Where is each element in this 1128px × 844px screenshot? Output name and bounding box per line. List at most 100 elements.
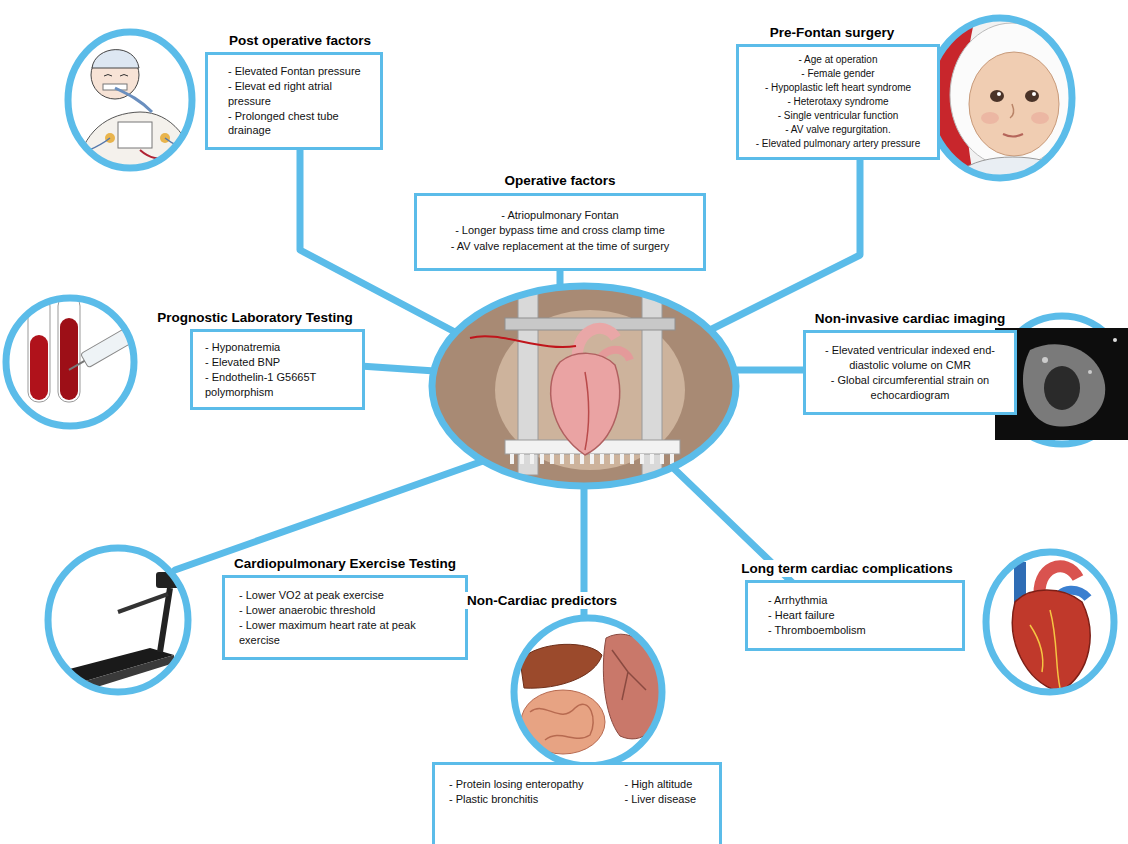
syringe [65,312,161,377]
cheek [981,112,999,124]
factor-item: - Atriopulmonary Fontan [427,208,693,223]
factor-item: - Prolonged chest tube drainage [228,109,370,139]
portrait-ground [925,15,1075,185]
mri-spot [1088,370,1092,374]
picture-ground [68,32,192,168]
blood [60,318,78,400]
item-columns: - Protein losing enteropathy- Plastic br… [449,777,709,807]
face [969,52,1059,156]
factor-box: Pre-Fontan surgery- Age at operation- Fe… [736,44,940,160]
heart-body [1012,590,1090,692]
coronary-vessel [585,372,589,450]
pacing-wire [470,336,576,347]
box-heading: Operative factors [501,172,618,189]
blood-tubes [28,296,161,402]
eye-highlight [1032,92,1036,96]
retractor-teeth [512,454,672,464]
factor-item: - Lower VO2 at peak exercise [239,588,457,603]
factor-item: - Endothelin-1 G5665T polymorphism [205,370,354,400]
factor-box: Non-Cardiac predictors- Protein losing e… [432,762,722,844]
breathing-tube [115,88,152,112]
box-heading: Post operative factors [226,32,374,49]
chest-dressing [118,122,152,148]
baby-cap [92,50,139,68]
factor-item: - Elevated Fontan pressure [228,64,370,79]
factor-item: - Single ventricular function [747,109,929,123]
mri-spot [1113,338,1117,342]
factor-item: - Longer bypass time and cross clamp tim… [427,223,693,238]
factor-item: - High altitude [624,777,709,792]
heart [551,353,620,455]
factor-box: Non-invasive cardiac imaging- Elevated v… [803,330,1017,415]
center-ring [432,286,736,486]
surgical-field [430,285,740,490]
box-heading: Cardiopulmonary Exercise Testing [231,555,459,572]
factor-box: Cardiopulmonary Exercise Testing- Lower … [222,575,468,660]
anatomic-heart [1012,562,1090,692]
factor-item: - Heterotaxy syndrome [747,95,929,109]
test-tube [58,296,80,402]
factor-item: - Protein losing enteropathy [449,777,596,792]
factor-item: - Lower anaerobic threshold [239,603,457,618]
blood [30,335,48,400]
infant-portrait-picture [925,15,1075,185]
factor-item: - Hypoplastic left heart syndrome [747,81,929,95]
surgery-picture [430,285,740,490]
factor-item: - Plastic bronchitis [449,792,596,807]
factor-item: - Heart failure [768,608,954,623]
cheek [1031,112,1049,124]
box-heading: Non-Cardiac predictors [464,592,620,609]
infant-portrait [925,15,1075,185]
surgery-scene [430,285,740,490]
eye [1025,90,1039,102]
factor-item: - Thromboembolism [768,623,954,638]
organs [520,634,662,754]
mouth [1003,134,1023,137]
factor-item: - Lower maximum heart rate at peak exerc… [239,618,457,648]
factor-item: - AV valve regurgitation. [747,123,929,137]
coronary-vessels [1030,610,1060,688]
mri-ventricle [1044,366,1080,410]
liver [520,644,602,688]
factor-item: - Age at operation [747,53,929,67]
factor-box: Post operative factors- Elevated Fontan … [205,52,383,150]
factor-box: Operative factors- Atriopulmonary Fontan… [414,193,706,271]
picture-ring [986,552,1114,692]
factor-box: Long term cardiac complications- Arrhyth… [745,580,965,651]
bronchi [612,650,646,700]
heart-picture [986,552,1114,692]
baby-eyes [104,75,128,77]
mri-heart [1023,344,1105,426]
nose [1010,104,1014,118]
picture-ring [68,32,192,168]
blood-tubes-picture [6,296,161,426]
factor-item: - Elevat ed right atrial pressure [228,79,370,109]
mri-spot [1042,357,1048,363]
box-heading: Non-invasive cardiac imaging [812,310,1009,327]
picture-ring [928,18,1072,178]
intestine-loops [530,704,593,740]
factor-item: - Elevated BNP [205,355,354,370]
picture-ring [514,618,662,766]
picture-ring [6,298,134,426]
picture-ring [48,548,188,692]
box-heading: Long term cardiac complications [738,560,956,577]
factor-item: - Liver disease [624,792,709,807]
factor-item: - Global circumferential strain on echoc… [814,373,1006,403]
postop-baby-picture [68,32,200,175]
box-heading: Prognostic Laboratory Testing [154,309,356,326]
syringe-needle [69,361,85,370]
factor-item: - Arrhythmia [768,593,954,608]
factor-item: - AV valve replacement at the time of su… [427,239,693,254]
organs-picture [514,618,662,766]
factor-box: Prognostic Laboratory Testing- Hyponatre… [190,329,365,410]
box-heading: Pre-Fontan surgery [767,24,898,41]
factor-item: - Elevated ventricular indexed end-diast… [814,343,1006,373]
eye [990,90,1004,102]
spoke-lines [175,110,860,630]
spoke-line [175,455,500,570]
factor-item: - Elevated pulmonary artery pressure [747,137,929,151]
